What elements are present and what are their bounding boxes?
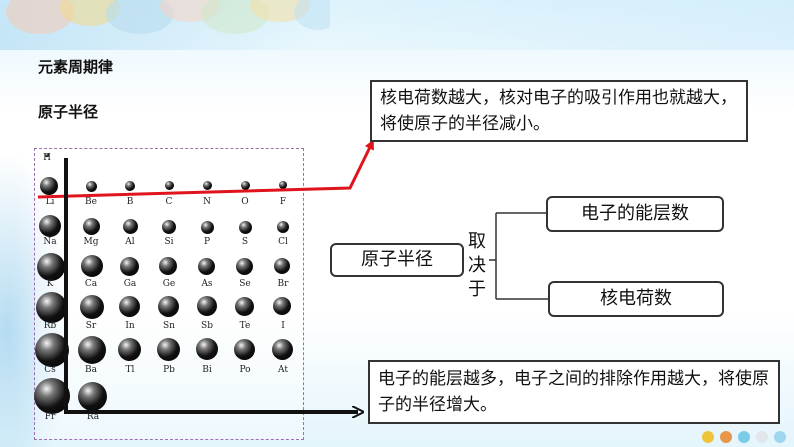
element-symbol: Sr — [85, 321, 97, 331]
atom-ball — [78, 336, 106, 364]
element-symbol: Cl — [278, 237, 288, 247]
atom-ball — [119, 296, 140, 317]
atom-ball — [203, 181, 212, 190]
element-symbol: Fr — [44, 412, 56, 422]
element-symbol: Sn — [163, 321, 175, 331]
atom-ball — [40, 177, 58, 195]
element-symbol: Ca — [84, 279, 98, 289]
atom-ball — [83, 218, 100, 235]
element-symbol: Ga — [123, 279, 137, 289]
atom-ball — [86, 181, 97, 192]
atom-ball — [201, 221, 214, 234]
atom-ball — [234, 339, 255, 360]
decorative-dots — [702, 431, 786, 443]
element-symbol: O — [241, 197, 249, 207]
nuclear-charge-box: 核电荷数 — [548, 281, 724, 317]
atom-ball — [35, 333, 69, 367]
slide-title: 元素周期律 — [38, 58, 114, 76]
element-symbol: Tl — [125, 365, 135, 375]
atom-ball — [45, 153, 49, 157]
element-symbol: Pb — [163, 365, 175, 375]
element-symbol: Mg — [83, 237, 99, 247]
atom-ball — [197, 296, 217, 316]
atom-ball — [37, 253, 65, 281]
atom-ball — [120, 257, 139, 276]
slide-subtitle: 原子半径 — [38, 103, 99, 121]
element-symbol: Al — [125, 237, 135, 247]
element-symbol: Te — [239, 321, 251, 331]
element-symbol: Br — [277, 279, 289, 289]
element-symbol: Rb — [43, 321, 57, 331]
atom-ball — [157, 338, 180, 361]
element-symbol: Si — [164, 237, 174, 247]
atom-ball — [236, 258, 253, 275]
atom-ball — [81, 255, 103, 277]
atom-ball — [162, 220, 176, 234]
atom-ball — [239, 221, 252, 234]
element-symbol: Se — [239, 279, 251, 289]
element-symbol: Po — [239, 365, 251, 375]
element-symbol: At — [278, 365, 288, 375]
atom-ball — [241, 181, 250, 190]
energy-levels-box: 电子的能层数 — [546, 196, 724, 232]
atomic-radius-box: 原子半径 — [330, 243, 464, 277]
element-symbol: K — [46, 279, 54, 289]
element-symbol: As — [201, 279, 213, 289]
element-symbol: In — [125, 321, 135, 331]
atom-ball — [78, 382, 107, 411]
element-symbol: Ba — [85, 365, 97, 375]
decor-dot — [756, 431, 768, 443]
element-symbol: Cs — [44, 365, 56, 375]
element-symbol: P — [203, 237, 211, 247]
element-symbol: Na — [43, 237, 57, 247]
atom-ball — [235, 297, 254, 316]
element-symbol: Li — [45, 197, 55, 207]
atom-ball — [125, 181, 135, 191]
atom-ball — [272, 339, 293, 360]
element-symbol: B — [126, 197, 134, 207]
petal-decoration — [6, 0, 330, 34]
depends-on-char: 取 — [468, 231, 486, 252]
atom-ball — [118, 338, 141, 361]
atom-ball — [165, 181, 174, 190]
depends-on-label: 取 决 于 — [465, 230, 489, 302]
atom-ball — [273, 297, 291, 315]
decor-dot — [738, 431, 750, 443]
element-symbol: Bi — [202, 365, 212, 375]
atom-ball — [123, 219, 138, 234]
decor-dot — [702, 431, 714, 443]
element-symbol: I — [281, 321, 285, 331]
element-symbol: F — [279, 197, 287, 207]
element-symbol: N — [203, 197, 211, 207]
element-symbol: Ra — [86, 412, 100, 422]
atom-ball — [36, 292, 67, 323]
decor-dot — [720, 431, 732, 443]
atom-ball — [198, 258, 215, 275]
periodic-table: H Li Be B C N O F Na Mg Al Si P S Cl — [34, 148, 304, 440]
atom-ball — [279, 181, 287, 189]
atom-ball — [39, 215, 61, 237]
nuclear-charge-note: 核电荷数越大，核对电子的吸引作用也就越大，将使原子的半径减小。 — [370, 80, 748, 142]
element-symbol: S — [241, 237, 249, 247]
decor-dot — [774, 431, 786, 443]
element-symbol: C — [165, 197, 173, 207]
element-symbol: Sb — [201, 321, 213, 331]
atom-ball — [196, 338, 218, 360]
atom-ball — [34, 378, 70, 414]
atom-ball — [159, 257, 177, 275]
element-symbol: Be — [85, 197, 97, 207]
atom-ball — [158, 296, 179, 317]
atom-ball — [80, 295, 104, 319]
depends-on-char: 决 — [468, 255, 486, 276]
element-symbol: Ge — [162, 279, 176, 289]
atom-ball — [274, 258, 290, 274]
energy-level-note: 电子的能层越多，电子之间的排除作用越大，将使原子的半径增大。 — [368, 360, 780, 424]
atom-ball — [277, 221, 289, 233]
depends-on-char: 于 — [468, 279, 486, 300]
